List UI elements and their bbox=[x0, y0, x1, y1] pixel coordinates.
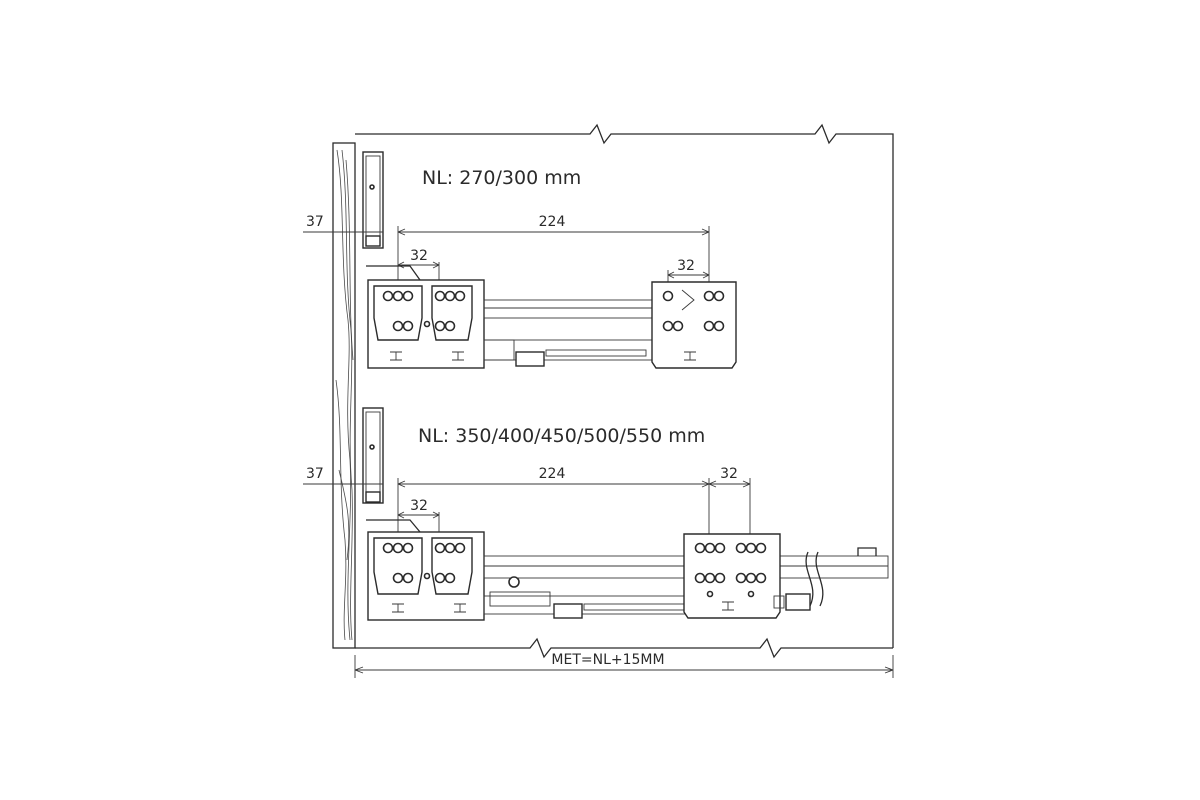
met-dimension: MET=NL+15MM bbox=[354, 652, 894, 678]
met-formula-label: MET=NL+15MM bbox=[551, 652, 664, 668]
bottom-dim-span: 224 bbox=[539, 466, 566, 482]
top-title: NL: 270/300 mm bbox=[422, 167, 581, 189]
top-dim-front-pitch: 32 bbox=[410, 248, 428, 264]
cabinet-outline bbox=[355, 123, 894, 659]
cabinet-side-wall bbox=[332, 142, 356, 649]
bottom-title: NL: 350/400/450/500/550 mm bbox=[418, 425, 705, 447]
top-slide-assembly: NL: 270/300 mm 37 224 32 32 bbox=[303, 151, 737, 369]
bottom-dim-offset: 37 bbox=[306, 466, 324, 482]
top-dim-span: 224 bbox=[539, 214, 566, 230]
top-dim-offset: 37 bbox=[306, 214, 324, 230]
bottom-dim-front-pitch: 32 bbox=[410, 498, 428, 514]
bottom-slide-assembly: NL: 350/400/450/500/550 mm 37 224 32 32 bbox=[303, 407, 889, 621]
bottom-dim-rear-pitch: 32 bbox=[720, 466, 738, 482]
top-dim-rear-pitch: 32 bbox=[677, 258, 695, 274]
